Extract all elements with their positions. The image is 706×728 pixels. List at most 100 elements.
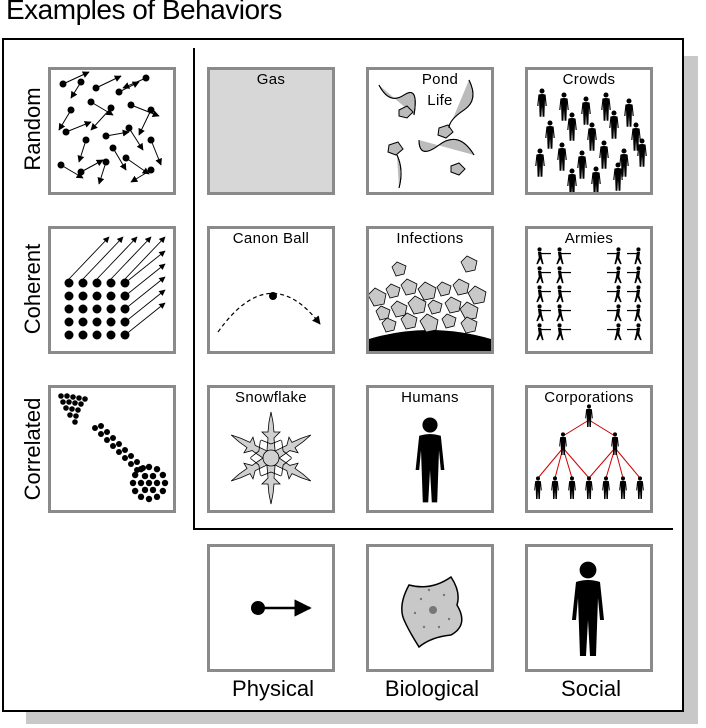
correlated-particle	[159, 471, 167, 479]
person-icon	[568, 476, 576, 500]
infection-cell	[460, 255, 478, 273]
coherent-arrow	[124, 236, 166, 280]
random-arrow	[77, 139, 87, 163]
infection-cell	[444, 296, 462, 314]
cell-biological	[366, 544, 494, 672]
coherent-pattern	[64, 236, 166, 340]
correlated-particle	[122, 447, 128, 453]
infection-cell	[381, 317, 397, 333]
random-particle	[147, 166, 155, 174]
random-particle	[77, 168, 85, 176]
random-arrow	[122, 77, 147, 89]
coherent-particle	[106, 304, 116, 314]
org-chart-icon	[534, 404, 644, 500]
person-icon	[624, 98, 634, 127]
soldier-icon	[626, 323, 643, 341]
vertical-divider	[193, 48, 195, 530]
soldier-icon	[535, 323, 552, 341]
random-arrow	[128, 127, 144, 151]
person-icon	[545, 120, 555, 149]
cell-label-gas: Gas	[256, 71, 286, 88]
cell-infections: Infections	[366, 226, 494, 354]
person-icon	[567, 168, 577, 192]
soldier-icon	[555, 247, 572, 265]
coherent-particle	[64, 304, 74, 314]
infection-cells-icon	[369, 255, 491, 351]
infection-cell	[459, 301, 479, 321]
cell-label-pond: Pond	[421, 71, 459, 88]
coherent-particle	[64, 317, 74, 327]
coherent-particle	[106, 317, 116, 327]
coherent-arrow	[124, 302, 166, 336]
soldier-icon	[626, 266, 643, 284]
coherent-particle	[120, 304, 130, 314]
random-arrow	[58, 109, 72, 131]
infection-cell	[400, 312, 418, 330]
correlated-particle	[110, 443, 116, 449]
random-particle	[92, 84, 100, 92]
coherent-particle	[120, 330, 130, 340]
random-particle	[59, 80, 67, 88]
random-particle	[115, 88, 123, 96]
correlated-particle	[141, 486, 149, 494]
coherent-particle	[92, 330, 102, 340]
particle-arrow-icon	[251, 599, 312, 617]
correlated-particle	[67, 412, 73, 418]
random-arrow	[125, 157, 150, 175]
person-icon	[581, 96, 591, 125]
correlated-particle	[128, 453, 134, 459]
soldier-icon	[606, 323, 623, 341]
random-particle	[67, 106, 75, 114]
random-arrow	[138, 109, 152, 136]
paramecia-icon	[378, 79, 475, 189]
coherent-arrow	[124, 250, 166, 284]
correlated-particle	[82, 396, 88, 402]
correlated-particle	[104, 429, 110, 435]
soldier-icon	[606, 247, 623, 265]
horizontal-divider	[193, 528, 673, 530]
cell-label-corporations: Corporations	[544, 389, 634, 406]
infection-cell	[400, 278, 418, 296]
correlated-particle	[116, 449, 122, 455]
correlated-particle	[73, 413, 79, 419]
correlated-particle	[98, 423, 104, 429]
correlated-particle	[161, 479, 169, 487]
person-icon	[609, 110, 619, 139]
row-label-correlated: Correlated	[20, 397, 45, 501]
soldier-icon	[606, 285, 623, 303]
random-arrow	[60, 164, 84, 179]
col-label-physical: Physical	[232, 676, 314, 701]
coherent-particle	[64, 291, 74, 301]
coherent-arrow	[124, 289, 166, 323]
infection-cell	[452, 278, 470, 296]
random-arrow	[112, 147, 127, 171]
cell-label-armies: Armies	[564, 230, 614, 247]
coherent-arrow	[82, 236, 124, 280]
cell-label-infections: Infections	[396, 230, 464, 247]
person-icon	[587, 122, 597, 151]
soldier-icon	[535, 266, 552, 284]
col-label-biological: Biological	[384, 676, 480, 701]
person-icon	[619, 476, 627, 500]
col-label-social: Social	[561, 676, 621, 701]
coherent-particle	[92, 317, 102, 327]
soldier-icon	[626, 304, 643, 322]
cell-corporations: Corporations	[525, 385, 653, 513]
coherent-particle	[78, 330, 88, 340]
soldier-icons	[535, 247, 643, 341]
infection-cell	[467, 285, 487, 305]
trajectory-icon	[217, 292, 321, 333]
infection-cell	[390, 300, 408, 318]
correlated-particle	[110, 435, 116, 441]
coherent-particle	[92, 291, 102, 301]
org-link	[588, 447, 616, 479]
random-particle	[142, 74, 150, 82]
infection-cell	[460, 316, 478, 334]
soldier-icon	[606, 304, 623, 322]
cell-pond-life: Pond Life	[366, 67, 494, 195]
coherent-particle	[120, 291, 130, 301]
coherent-particle	[106, 278, 116, 288]
org-link	[537, 447, 564, 479]
random-particle	[147, 136, 155, 144]
correlated-particle	[129, 479, 137, 487]
